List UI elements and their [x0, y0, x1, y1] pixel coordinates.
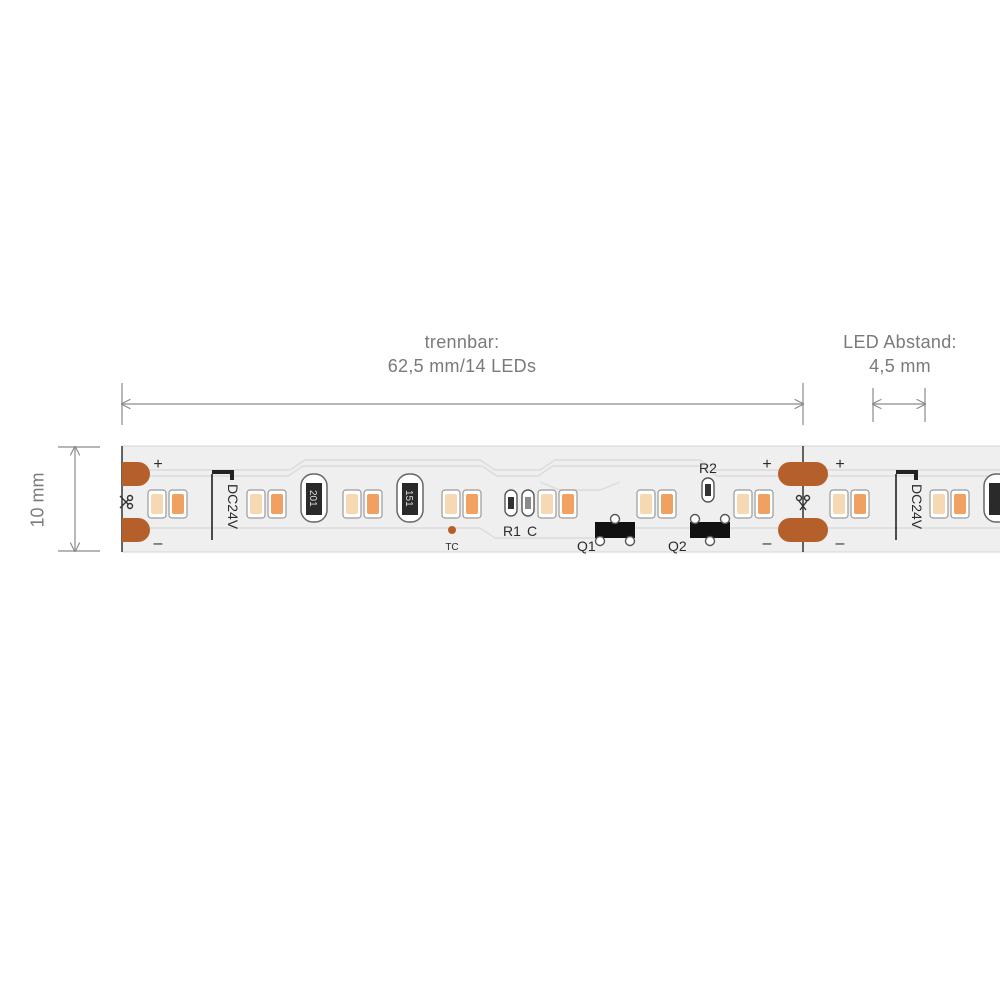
voltage-marking: DC24V	[895, 470, 925, 540]
r1-label: R1	[503, 523, 521, 539]
q1-label: Q1	[577, 538, 596, 554]
r1-component	[504, 489, 518, 517]
led-pitch-label: LED Abstand: 4,5 mm	[800, 330, 1000, 378]
tc-label: TC	[445, 542, 458, 553]
resistor-code: 201	[307, 490, 318, 507]
led-phosphor	[271, 494, 283, 514]
voltage-label: DC24V	[225, 484, 241, 530]
scissors-icon	[795, 494, 811, 511]
led-phosphor	[346, 494, 358, 514]
resistor-partial	[983, 473, 1000, 523]
solder-pad-right-plus	[778, 462, 828, 486]
transistor-q1	[594, 513, 636, 547]
led-chip-pair	[636, 489, 677, 519]
solder-pad-left-minus	[122, 518, 150, 542]
led-chip-pair	[147, 489, 188, 519]
cut-length-value: 62,5 mm/14 LEDs	[387, 356, 537, 376]
scissors-icon	[119, 494, 134, 510]
polarity-minus: –	[836, 535, 845, 552]
tc-dot	[448, 526, 456, 534]
led-phosphor	[758, 494, 770, 514]
cut-length-title: trennbar:	[424, 332, 500, 352]
resistor-code: 151	[403, 490, 414, 507]
led-chip-pair	[733, 489, 774, 519]
polarity-minus: –	[154, 535, 163, 552]
led-phosphor	[172, 494, 184, 514]
r2-component	[701, 477, 715, 503]
led-chip-pair	[441, 489, 482, 519]
led-phosphor	[933, 494, 945, 514]
led-phosphor	[854, 494, 866, 514]
voltage-marking: DC24V	[211, 470, 241, 540]
led-phosphor	[367, 494, 379, 514]
r2-label: R2	[699, 460, 717, 476]
led-chip-pair	[537, 489, 578, 519]
led-phosphor	[250, 494, 262, 514]
solder-pad-left-plus	[122, 462, 150, 486]
led-phosphor	[151, 494, 163, 514]
cut-length-label: trennbar: 62,5 mm/14 LEDs	[322, 330, 602, 378]
pcb-traces	[122, 459, 1000, 539]
polarity-plus: +	[835, 456, 844, 473]
led-pitch-title: LED Abstand:	[843, 332, 957, 352]
led-phosphor	[640, 494, 652, 514]
resistor-151: 151	[396, 473, 424, 523]
led-chip-pair	[929, 489, 970, 519]
voltage-label: DC24V	[909, 484, 925, 530]
polarity-minus: –	[763, 535, 772, 552]
led-phosphor	[737, 494, 749, 514]
c-label: C	[527, 523, 537, 539]
led-chip-pair	[829, 489, 870, 519]
led-phosphor	[661, 494, 673, 514]
solder-pad-right-minus	[778, 518, 828, 542]
led-phosphor	[445, 494, 457, 514]
led-chip-pair	[342, 489, 383, 519]
resistor-201: 201	[300, 473, 328, 523]
led-pitch-value: 4,5 mm	[869, 356, 931, 376]
c-component	[521, 489, 535, 517]
transistor-q2	[689, 513, 731, 547]
polarity-plus: +	[762, 456, 771, 473]
led-chip-pair	[246, 489, 287, 519]
led-row	[147, 489, 970, 519]
led-phosphor	[466, 494, 478, 514]
q2-label: Q2	[668, 538, 687, 554]
led-phosphor	[954, 494, 966, 514]
led-phosphor	[541, 494, 553, 514]
led-phosphor	[562, 494, 574, 514]
polarity-plus: +	[153, 456, 162, 473]
led-phosphor	[833, 494, 845, 514]
